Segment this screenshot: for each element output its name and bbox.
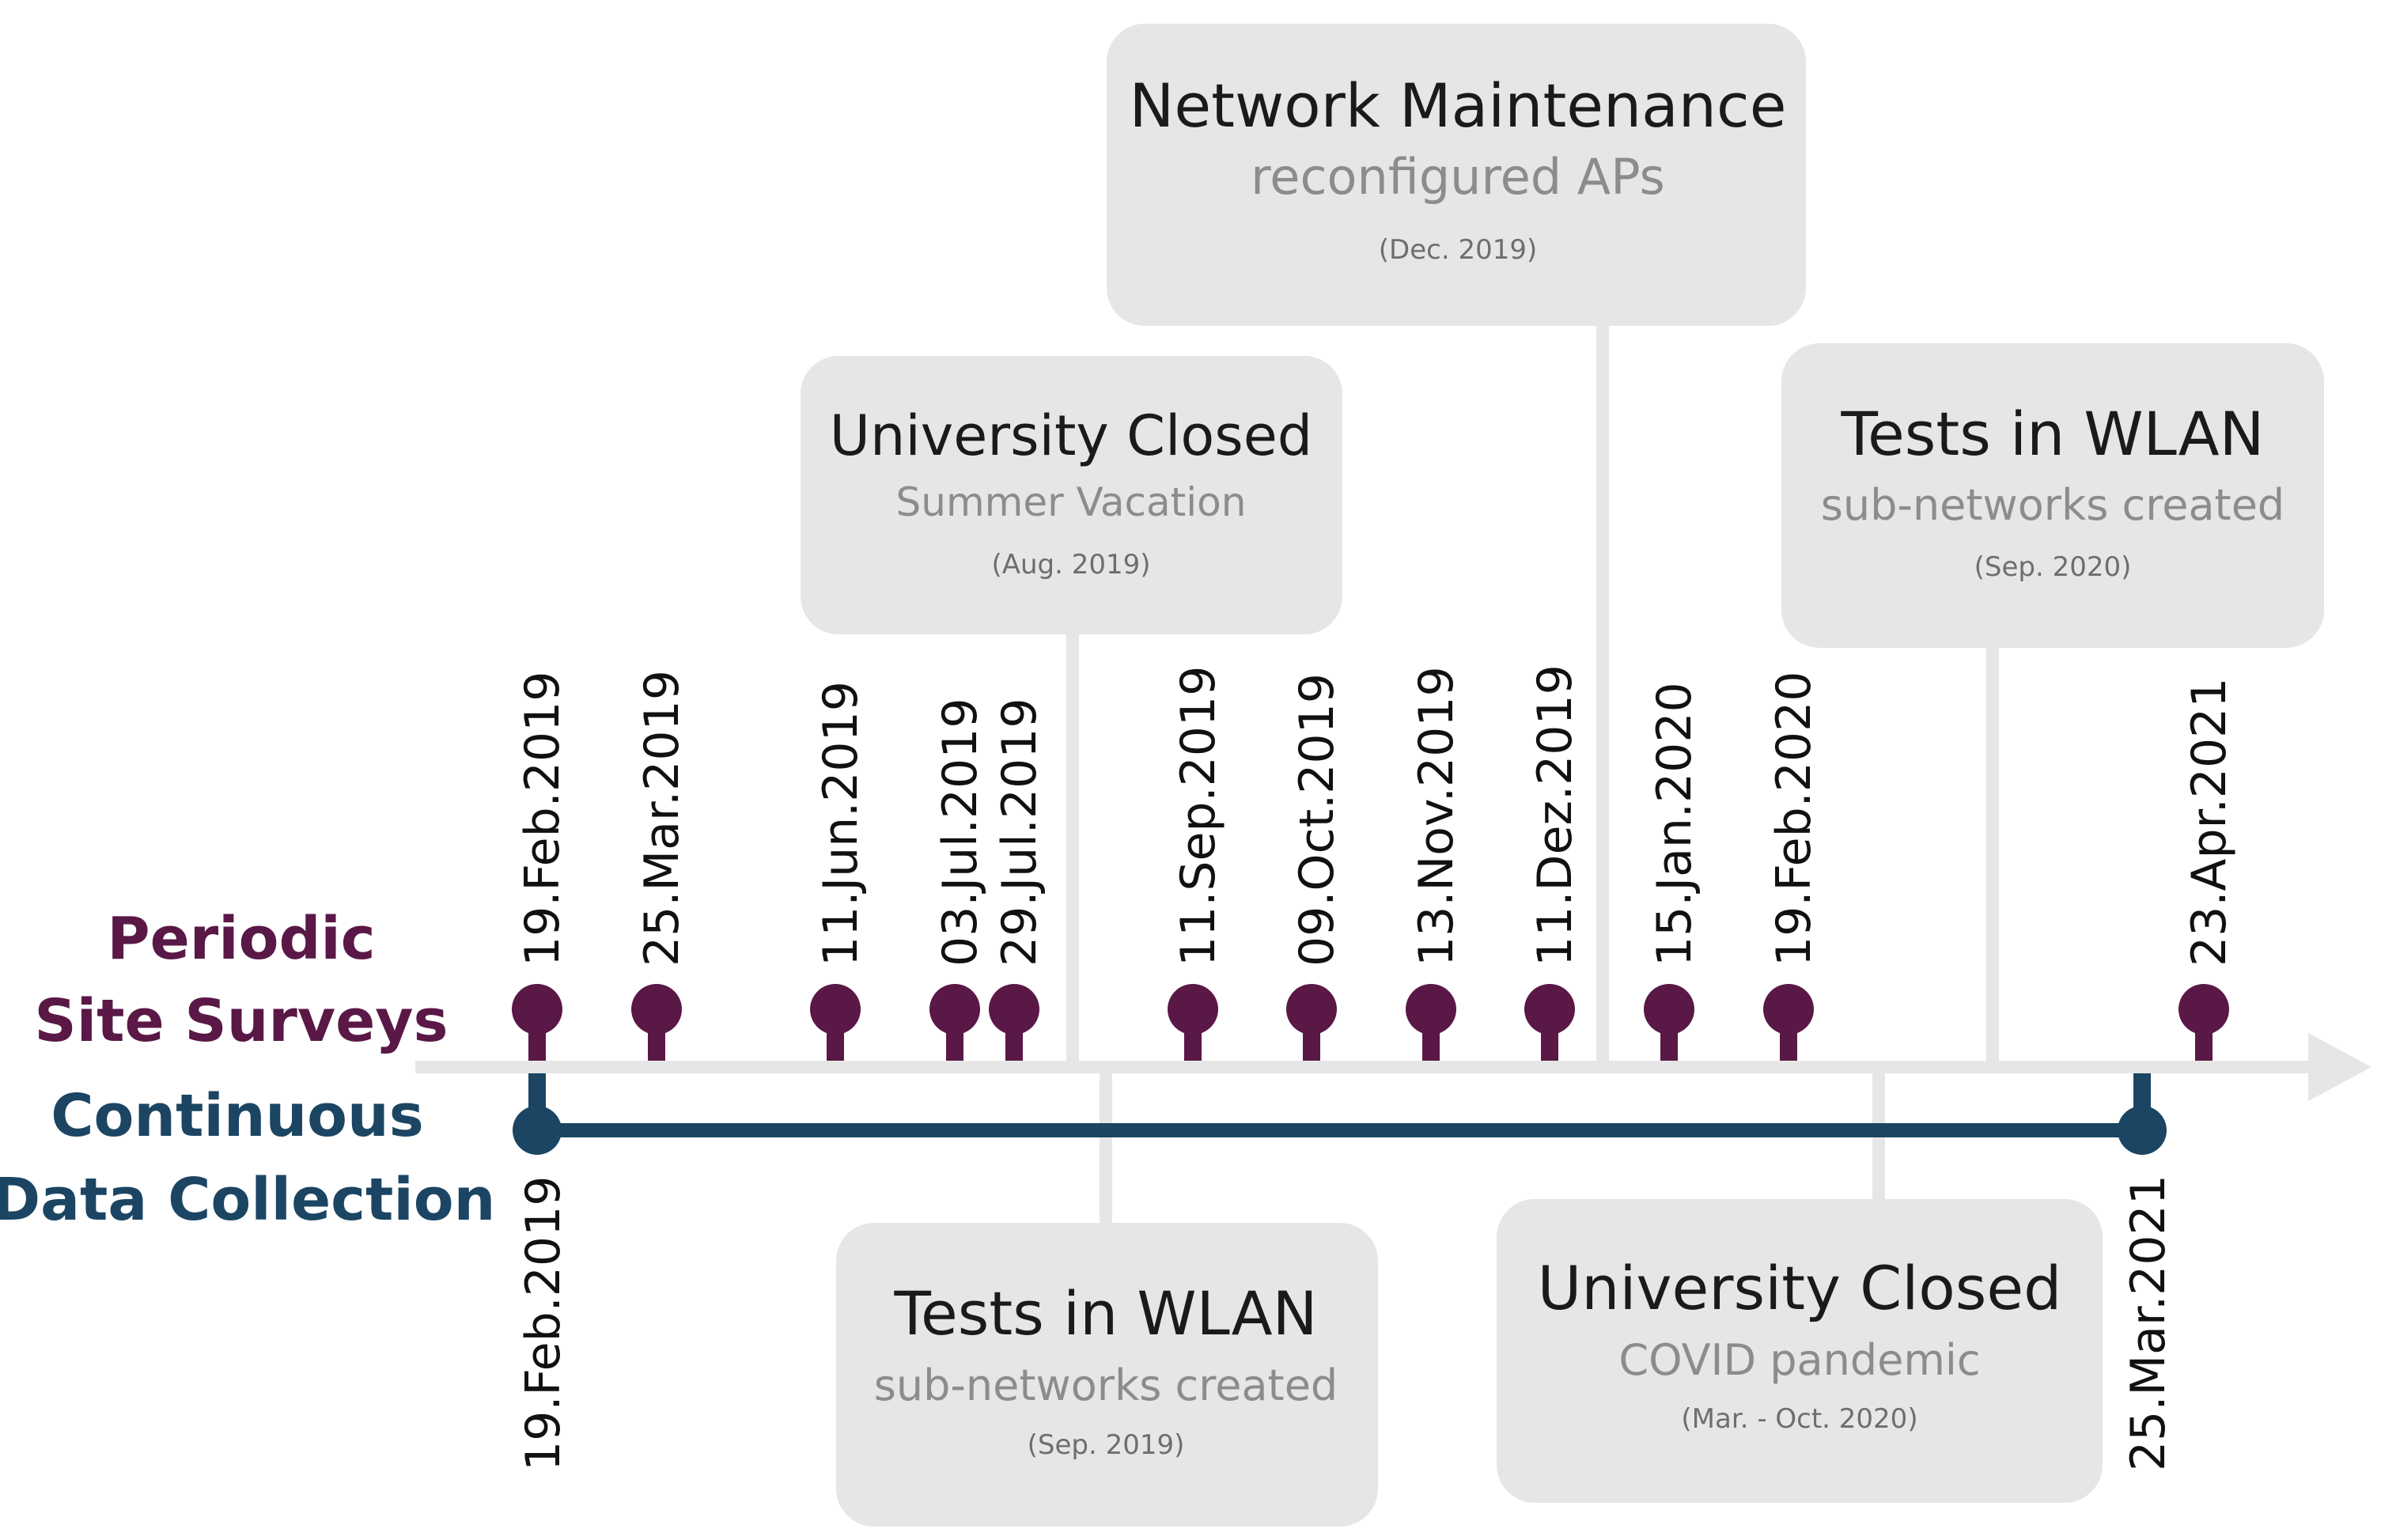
event-connector-line <box>1986 648 1999 1061</box>
event-date: (Sep. 2020) <box>1974 551 2132 583</box>
survey-date-label: 09.Oct.2019 <box>1289 673 1345 967</box>
survey-pin: 19.Feb.2019 <box>512 672 570 1061</box>
survey-pin: 15.Jan.2020 <box>1644 682 1702 1061</box>
survey-pin-head <box>989 984 1039 1035</box>
event-subtitle: reconfigured APs <box>1251 148 1665 206</box>
survey-pin: 09.Oct.2019 <box>1286 673 1345 1061</box>
survey-pin: 19.Feb.2020 <box>1763 672 1822 1061</box>
survey-pin-head <box>1763 984 1814 1035</box>
event-box-university-closed-covid: University Closed COVID pandemic (Mar. -… <box>1497 1199 2103 1503</box>
event-box-university-closed-summer: University Closed Summer Vacation (Aug. … <box>801 356 1342 634</box>
event-subtitle: sub-networks created <box>1821 480 2284 530</box>
survey-pin-head <box>1644 984 1694 1035</box>
survey-pin: 13.Nov.2019 <box>1406 666 1464 1061</box>
event-date: (Mar. - Oct. 2020) <box>1681 1403 1917 1435</box>
event-title: University Closed <box>1538 1253 2062 1323</box>
survey-pin-head <box>810 984 861 1035</box>
survey-pin: 11.Sep.2019 <box>1168 666 1226 1061</box>
survey-pin-head <box>929 984 980 1035</box>
survey-pin-head <box>1168 984 1218 1035</box>
event-title: Tests in WLAN <box>1841 399 2265 469</box>
event-box-tests-in-wlan-2019: Tests in WLAN sub-networks created (Sep.… <box>836 1223 1378 1527</box>
survey-pin-head <box>1524 984 1575 1035</box>
survey-pin: 23.Apr.2021 <box>2178 678 2237 1061</box>
timeline-axis-arrowhead <box>2308 1033 2372 1101</box>
event-title: Network Maintenance <box>1130 70 1787 141</box>
survey-pin-head <box>1286 984 1337 1035</box>
survey-date-label: 19.Feb.2019 <box>515 672 570 967</box>
survey-date-label: 19.Feb.2020 <box>1766 672 1822 967</box>
event-date: (Aug. 2019) <box>991 549 1150 581</box>
periodic-label-line-2: Site Surveys <box>34 987 448 1055</box>
continuous-start-marker <box>513 1106 562 1155</box>
survey-pin: 03.Jul.2019 <box>929 698 988 1061</box>
survey-pin: 11.Dez.2019 <box>1524 664 1583 1061</box>
survey-pin: 25.Mar.2019 <box>631 670 690 1061</box>
survey-date-label: 03.Jul.2019 <box>933 698 988 967</box>
survey-date-label: 11.Sep.2019 <box>1171 666 1226 967</box>
event-date: (Dec. 2019) <box>1379 234 1537 266</box>
event-subtitle: Summer Vacation <box>896 479 1247 525</box>
survey-pin: 11.Jun.2019 <box>810 681 869 1061</box>
continuous-start-date: 19.Feb.2019 <box>516 1176 571 1471</box>
survey-pin: 29.Jul.2019 <box>989 698 1047 1061</box>
survey-date-label: 11.Jun.2019 <box>813 681 869 967</box>
survey-date-label: 23.Apr.2021 <box>2182 678 2237 967</box>
survey-date-label: 13.Nov.2019 <box>1409 666 1464 967</box>
continuous-label-line-2: Data Collection <box>0 1166 495 1234</box>
periodic-label-line-1: Periodic <box>107 905 375 973</box>
event-boxes: University Closed Summer Vacation (Aug. … <box>801 24 2324 1527</box>
event-title: Tests in WLAN <box>894 1278 1318 1349</box>
event-box-tests-in-wlan-2020: Tests in WLAN sub-networks created (Sep.… <box>1781 343 2324 648</box>
survey-pin-head <box>1406 984 1456 1035</box>
survey-pin-head <box>512 984 562 1035</box>
timeline-axis <box>415 1033 2372 1101</box>
event-connector-line <box>1066 634 1079 1061</box>
event-connectors <box>1066 326 1999 1223</box>
left-labels: Periodic Site Surveys Continuous Data Co… <box>0 905 495 1234</box>
continuous-end-marker <box>2118 1106 2167 1155</box>
periodic-surveys: 19.Feb.2019 25.Mar.2019 11.Jun.2019 03.Jul.… <box>512 664 2237 1061</box>
event-title: University Closed <box>830 403 1312 468</box>
continuous-collection: 19.Feb.2019 25.Mar.2021 <box>513 1073 2176 1471</box>
survey-date-label: 15.Jan.2020 <box>1647 682 1702 967</box>
timeline-axis-line <box>415 1061 2330 1073</box>
continuous-end-date: 25.Mar.2021 <box>2121 1175 2176 1471</box>
survey-pin-head <box>2178 984 2229 1035</box>
survey-date-label: 25.Mar.2019 <box>634 670 690 967</box>
event-box-network-maintenance: Network Maintenance reconfigured APs (De… <box>1107 24 1806 326</box>
event-subtitle: sub-networks created <box>874 1360 1338 1410</box>
continuous-bar <box>537 1123 2141 1137</box>
survey-date-label: 11.Dez.2019 <box>1527 664 1583 967</box>
event-connector-line <box>1596 326 1609 1061</box>
event-subtitle: COVID pandemic <box>1618 1335 1980 1385</box>
continuous-label-line-1: Continuous <box>51 1082 424 1150</box>
survey-pin-head <box>631 984 682 1035</box>
event-date: (Sep. 2019) <box>1028 1429 1185 1461</box>
event-connector-line <box>1100 1073 1112 1223</box>
survey-date-label: 29.Jul.2019 <box>992 698 1047 967</box>
